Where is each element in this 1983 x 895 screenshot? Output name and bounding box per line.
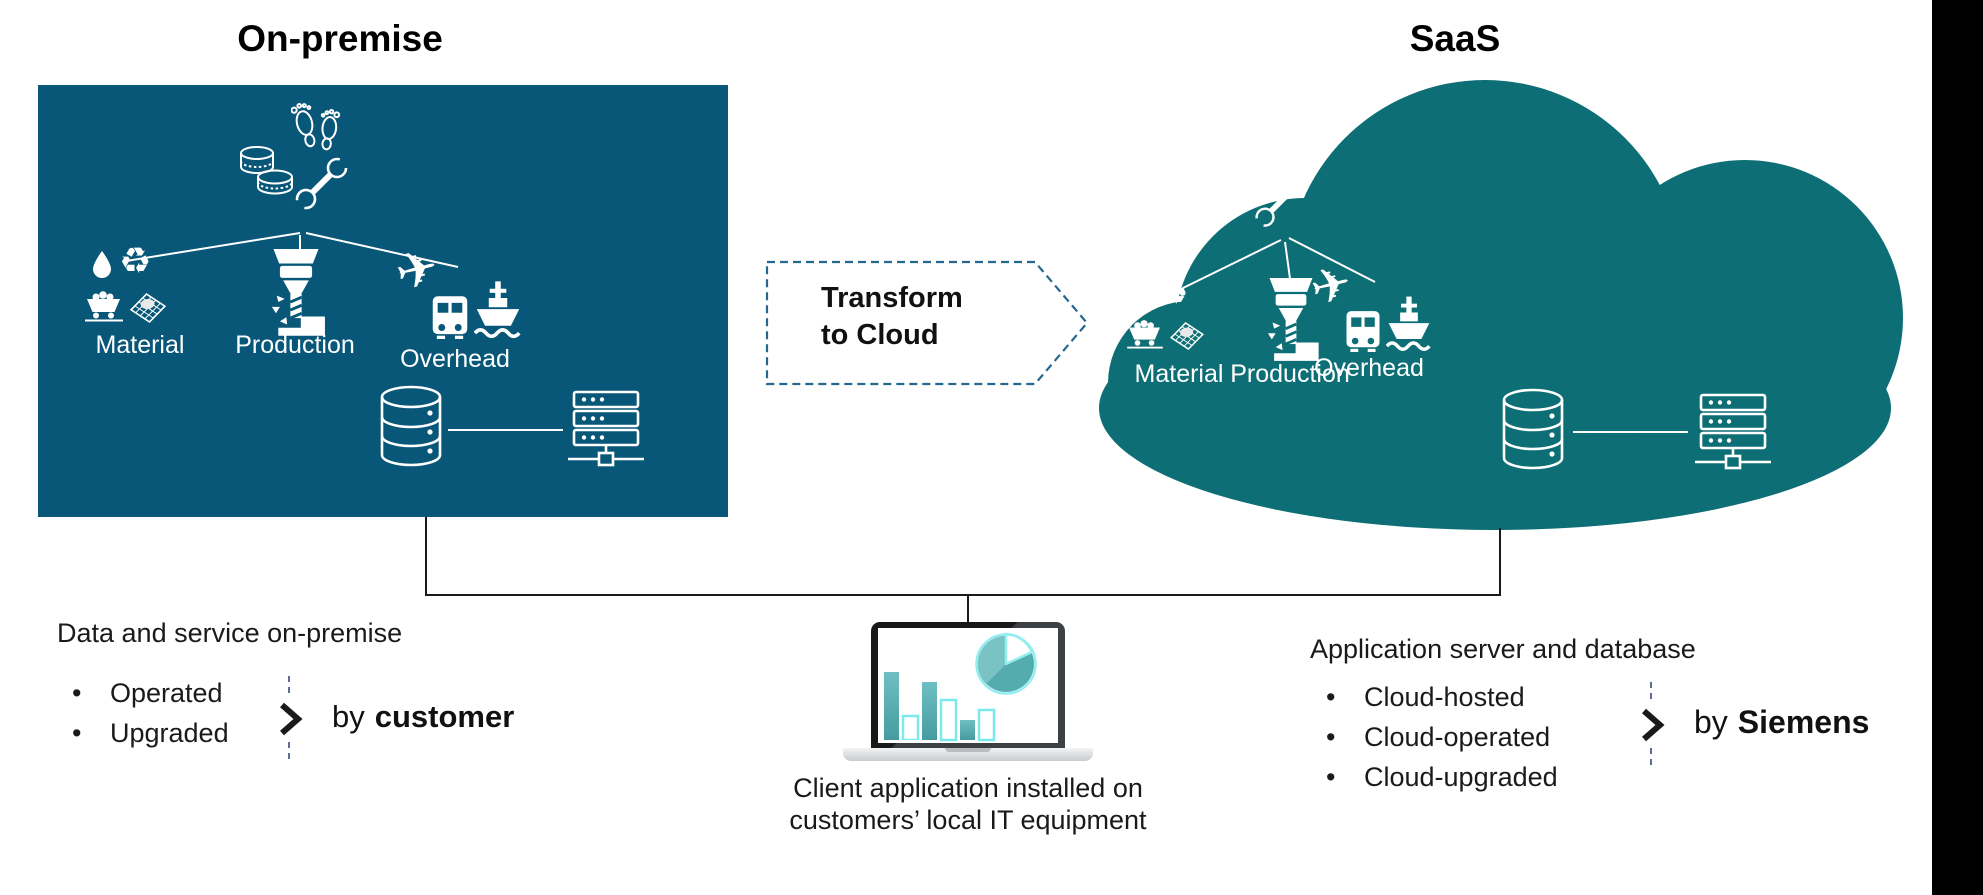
mine-cart-icon: [1127, 320, 1163, 349]
truck-icon: [1346, 311, 1380, 352]
transform-arrow-text: Transform to Cloud: [821, 282, 963, 351]
dash-segment: [288, 676, 290, 693]
bullet-marker: •: [72, 678, 82, 708]
sieve-icon: [129, 293, 167, 323]
coins-icon: [1203, 166, 1254, 212]
onpremise-title: On-premise: [237, 18, 443, 59]
cost-root-cluster: [1199, 120, 1329, 265]
client-caption: Client application installed on customer…: [789, 773, 1147, 835]
production-label: Production: [1230, 360, 1350, 388]
ship-icon: [1386, 296, 1431, 351]
database-icon: [1502, 388, 1564, 470]
onpremise-description-heading: Data and service on-premise: [57, 618, 403, 648]
list-item: •Upgraded: [72, 718, 229, 748]
bullet-marker: •: [1326, 722, 1336, 752]
right-black-bar: [1932, 0, 1983, 895]
water-drop-icon: [1133, 281, 1150, 308]
transform-arrow: Transform to Cloud: [765, 260, 1090, 386]
mine-cart-icon: [85, 291, 123, 322]
sieve-icon: [1169, 321, 1205, 351]
wrench-icon: [295, 157, 348, 210]
arrow-outline: [765, 260, 1089, 386]
saas-title: SaaS: [1409, 18, 1501, 59]
laptop-charts: [882, 632, 1037, 742]
server-rack-icon: [1695, 393, 1771, 470]
pie-chart-icon: [975, 632, 1037, 695]
connector-horizontal: [425, 594, 1501, 596]
laptop-icon: [871, 622, 1065, 750]
footprints-icon: [291, 103, 341, 151]
bullet-marker: •: [1326, 762, 1336, 792]
bar-chart-icon: [882, 672, 996, 742]
recycle-icon: ♻: [1158, 273, 1189, 313]
recycle-icon: ♻: [119, 241, 152, 282]
dash-segment: [1650, 682, 1652, 699]
chevron-right-icon: [280, 702, 303, 736]
list-item: •Cloud-hosted: [1326, 682, 1525, 712]
ship-icon: [474, 281, 521, 339]
overhead-label: Overhead: [1314, 354, 1424, 382]
coins-icon: [240, 146, 293, 195]
bullet-marker: •: [1326, 682, 1336, 712]
list-item: •Cloud-upgraded: [1326, 762, 1558, 792]
cost-root-cluster: [235, 97, 365, 242]
dash-segment: [1650, 748, 1652, 765]
wrench-icon: [1255, 178, 1304, 227]
db-server-link-line: [448, 429, 563, 431]
laptop-notch: [945, 748, 991, 752]
server-rack-icon: [568, 390, 644, 467]
connector-center-stub: [967, 595, 969, 623]
truck-icon: [432, 296, 468, 339]
dash-segment: [288, 742, 290, 759]
saas-cloud-panel: ♻ Material Production ✈: [1095, 78, 1935, 530]
overhead-icons-group: ✈: [390, 237, 525, 341]
onpremise-panel: ♻ Material Production ✈: [38, 85, 728, 517]
overhead-icons-group: ✈: [1305, 254, 1437, 354]
material-icons-group: ♻: [83, 244, 201, 328]
material-label: Material: [1134, 360, 1224, 388]
connector-right-vertical: [1499, 528, 1501, 595]
milling-tool-icon: [1267, 278, 1319, 361]
saas-description-heading: Application server and database: [1310, 634, 1696, 664]
production-label: Production: [235, 331, 355, 359]
bullet-marker: •: [72, 718, 82, 748]
material-label: Material: [95, 331, 185, 359]
milling-tool-icon: [271, 249, 325, 336]
laptop-screen: [878, 628, 1058, 743]
list-item: •Cloud-operated: [1326, 722, 1551, 752]
chevron-right-icon: [1642, 708, 1665, 742]
connector-left-vertical: [425, 517, 427, 595]
footprints-icon: [1251, 125, 1297, 170]
database-icon: [380, 385, 442, 467]
laptop-base: [843, 748, 1093, 761]
db-server-link-line: [1573, 431, 1688, 433]
water-drop-icon: [93, 251, 111, 278]
overhead-label: Overhead: [400, 345, 510, 373]
material-icons-group: ♻: [1125, 276, 1237, 355]
list-item: •Operated: [72, 678, 223, 708]
